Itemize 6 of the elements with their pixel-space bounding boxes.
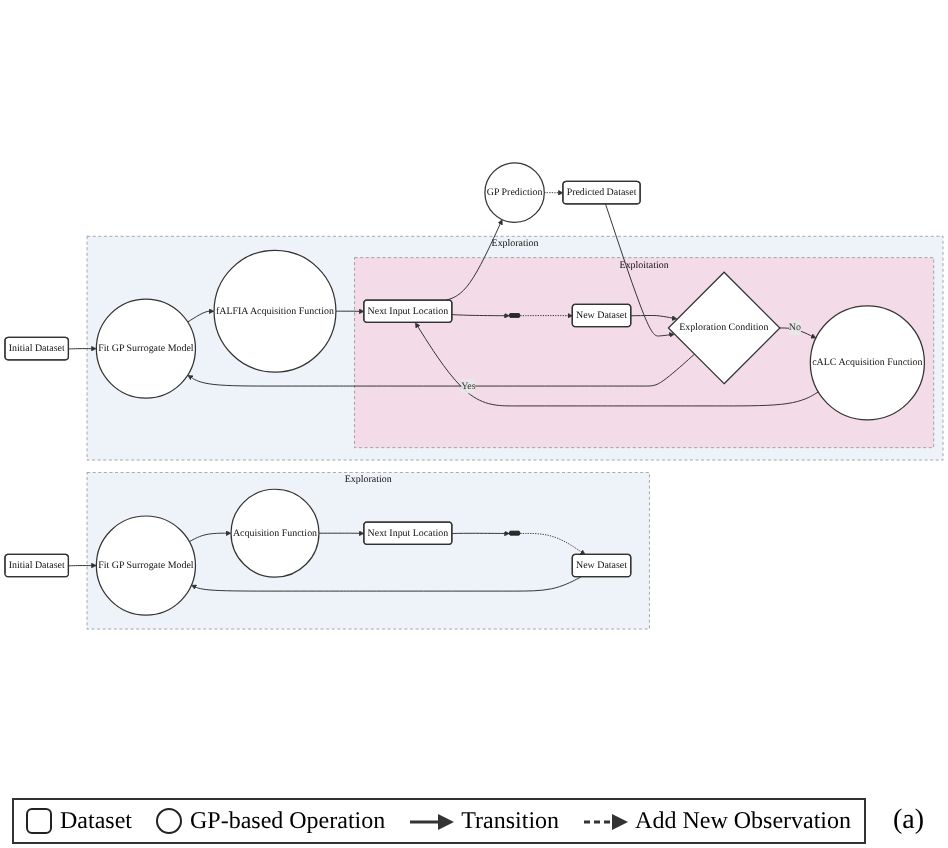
legend-text: Dataset (60, 806, 132, 836)
arrow (779, 328, 817, 340)
panel-label: (a) (893, 805, 925, 835)
legend-text: Add New Observation (635, 806, 852, 836)
legend-text: Transition (461, 806, 560, 836)
legend-text: GP-based Operation (189, 806, 386, 836)
